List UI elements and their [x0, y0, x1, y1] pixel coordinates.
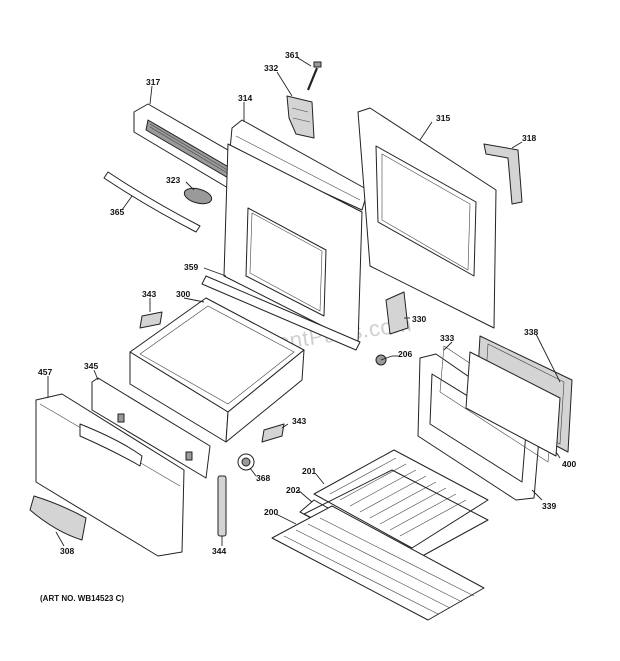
label-317: 317	[146, 77, 160, 87]
label-202: 202	[286, 485, 300, 495]
label-333: 333	[440, 333, 454, 343]
part-361-screw	[306, 61, 322, 91]
label-314: 314	[238, 93, 252, 103]
part-332-bracket	[286, 95, 315, 139]
label-308: 308	[60, 546, 74, 556]
part-200-oven-rack	[271, 505, 485, 621]
part-315-door-liner	[357, 107, 497, 329]
label-368: 368	[256, 473, 270, 483]
label-201: 201	[302, 466, 316, 476]
label-332: 332	[264, 63, 278, 73]
label-206: 206	[398, 349, 412, 359]
label-300: 300	[176, 289, 190, 299]
label-343a: 343	[142, 289, 156, 299]
part-330-insulation	[385, 291, 409, 335]
label-345: 345	[84, 361, 98, 371]
label-361: 361	[285, 50, 299, 60]
part-344-rail	[217, 475, 227, 537]
part-318-hinge	[483, 143, 523, 205]
label-343b: 343	[292, 416, 306, 426]
part-206-clip	[375, 354, 393, 366]
label-200: 200	[264, 507, 278, 517]
label-400: 400	[562, 459, 576, 469]
part-400-glass-panel	[465, 351, 561, 457]
label-315: 315	[436, 113, 450, 123]
label-365: 365	[110, 207, 124, 217]
part-343a-glide	[139, 311, 163, 329]
leader-lines	[47, 57, 561, 547]
label-338: 338	[524, 327, 538, 337]
label-323: 323	[166, 175, 180, 185]
part-457-drawer-front	[35, 393, 185, 557]
art-number: (ART NO. WB14523 C)	[40, 594, 124, 603]
part-368-roller	[237, 453, 255, 471]
part-365-handle	[103, 171, 201, 233]
part-343b-glide	[261, 423, 285, 443]
part-323-badge	[183, 187, 213, 205]
part-300-drawer-box	[129, 297, 305, 443]
part-314-door-panel	[223, 119, 369, 345]
label-359: 359	[184, 262, 198, 272]
label-344: 344	[212, 546, 226, 556]
part-308-handle-cap	[29, 495, 87, 541]
part-359-vent-trim	[201, 275, 361, 351]
label-457: 457	[38, 367, 52, 377]
label-339: 339	[542, 501, 556, 511]
label-318: 318	[522, 133, 536, 143]
part-201-broil-pan-grid	[313, 449, 489, 549]
label-330: 330	[412, 314, 426, 324]
